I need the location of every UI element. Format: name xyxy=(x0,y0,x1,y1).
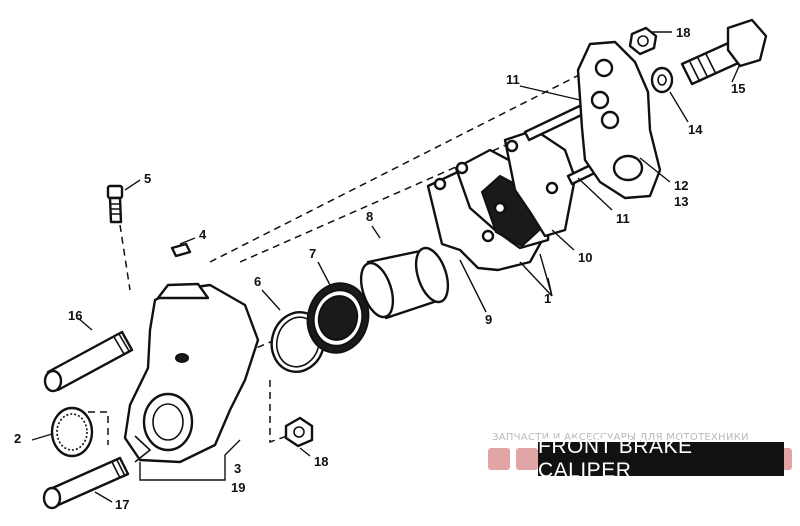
lock-nut-lower xyxy=(284,416,314,448)
mounting-pin-lower xyxy=(42,456,130,510)
callout-13: 13 xyxy=(674,194,688,209)
callout-9: 9 xyxy=(485,312,492,327)
callout-10: 10 xyxy=(578,250,592,265)
mounting-pin-upper xyxy=(43,330,134,393)
callout-11-bottom: 11 xyxy=(616,211,630,226)
callout-6: 6 xyxy=(254,274,261,289)
watermark-caption: ЗАПЧАСТИ И АКСЕССУАРЫ ДЛЯ МОТОТЕХНИКИ xyxy=(492,432,749,443)
callout-18-top: 18 xyxy=(676,25,690,40)
callout-2: 2 xyxy=(14,431,21,446)
caliper-bracket xyxy=(576,40,662,200)
piston-boot xyxy=(306,282,370,354)
callout-8: 8 xyxy=(366,209,373,224)
caliper-body xyxy=(123,282,260,464)
piston xyxy=(359,246,450,320)
brake-pad-backing xyxy=(503,128,577,238)
lock-nut-upper xyxy=(628,26,658,56)
leader-lines xyxy=(31,31,741,503)
callout-12: 12 xyxy=(674,178,688,193)
callout-14: 14 xyxy=(688,122,703,137)
callout-15: 15 xyxy=(731,81,745,96)
callout-3: 3 xyxy=(234,461,241,476)
callout-18-bottom: 18 xyxy=(314,454,328,469)
mounting-bolt xyxy=(680,18,768,86)
callout-16: 16 xyxy=(68,308,82,323)
callout-4: 4 xyxy=(199,227,207,242)
diagram-title: FRONT BRAKE CALIPER xyxy=(538,435,784,482)
callout-7: 7 xyxy=(309,246,316,261)
callout-labels: 18 11 15 14 12 13 11 10 1 9 8 7 6 5 4 16… xyxy=(14,25,745,512)
callout-1: 1 xyxy=(544,291,551,306)
plug-cover xyxy=(50,406,94,458)
callout-11-top: 11 xyxy=(506,72,520,87)
washer xyxy=(650,66,674,94)
callout-17: 17 xyxy=(115,497,129,512)
callout-5: 5 xyxy=(144,171,151,186)
bleeder-cap xyxy=(170,242,192,258)
bleeder-screw xyxy=(106,184,124,224)
callout-19: 19 xyxy=(231,480,245,495)
